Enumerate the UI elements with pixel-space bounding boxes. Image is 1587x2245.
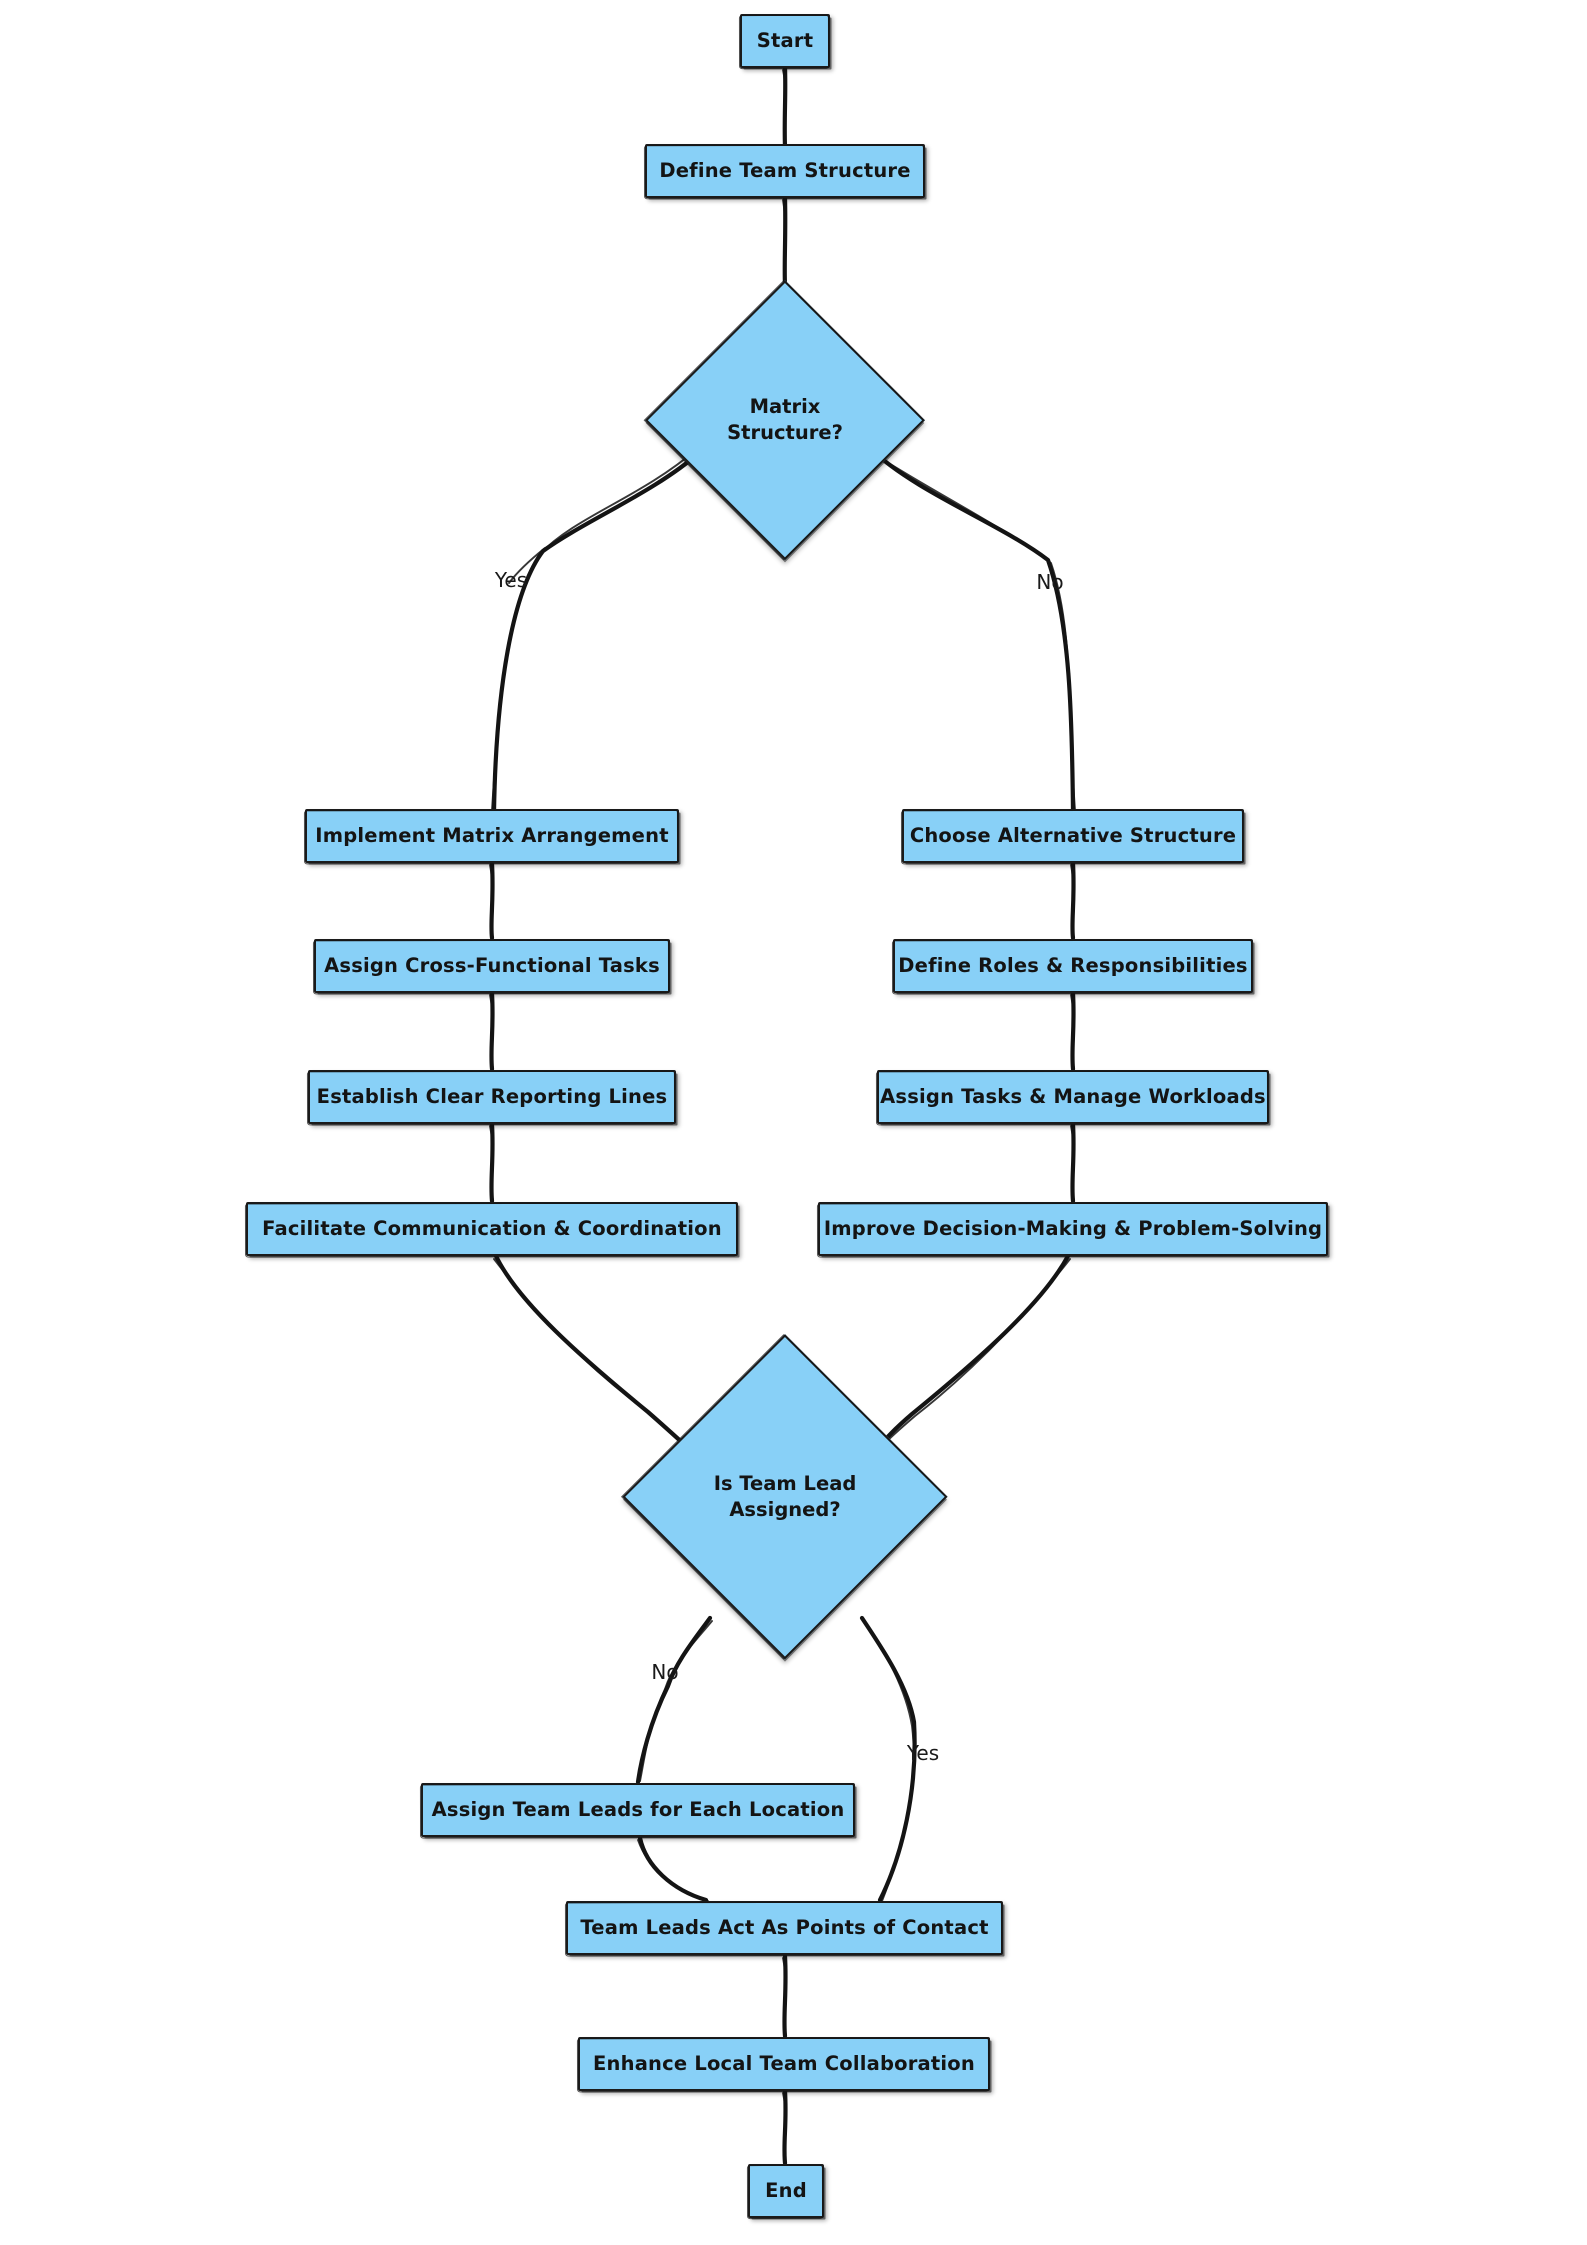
node-define-team-structure-label: Define Team Structure (659, 158, 911, 182)
node-team-leads-points-of-contact-label: Team Leads Act As Points of Contact (580, 1915, 989, 1939)
node-assign-tasks-manage-workloads[interactable]: Assign Tasks & Manage Workloads (877, 1070, 1269, 1124)
edge-label-matrix-yes: Yes (494, 568, 528, 592)
node-is-team-lead-assigned-decision[interactable]: Is Team Lead Assigned? (622, 1334, 948, 1660)
node-end[interactable]: End (748, 2164, 824, 2218)
edge-label-lead-yes: Yes (906, 1741, 940, 1765)
node-facilitate-communication-coordination[interactable]: Facilitate Communication & Coordination (246, 1202, 738, 1256)
node-define-roles-responsibilities[interactable]: Define Roles & Responsibilities (893, 939, 1253, 993)
node-choose-alternative-structure[interactable]: Choose Alternative Structure (902, 809, 1244, 863)
node-matrix-structure-decision[interactable]: Matrix Structure? (645, 280, 925, 560)
node-start-label: Start (756, 28, 814, 52)
node-choose-alternative-structure-label: Choose Alternative Structure (909, 823, 1237, 847)
node-enhance-local-team-collaboration[interactable]: Enhance Local Team Collaboration (578, 2037, 990, 2091)
node-is-team-lead-assigned-decision-label: Is Team Lead Assigned? (713, 1471, 857, 1521)
node-assign-team-leads-each-location-label: Assign Team Leads for Each Location (431, 1797, 845, 1821)
node-matrix-structure-decision-label: Matrix Structure? (727, 394, 843, 444)
node-implement-matrix-arrangement-label: Implement Matrix Arrangement (315, 823, 669, 847)
node-start[interactable]: Start (740, 14, 830, 68)
node-facilitate-communication-coordination-label: Facilitate Communication & Coordination (262, 1216, 722, 1240)
node-establish-clear-reporting-lines[interactable]: Establish Clear Reporting Lines (308, 1070, 676, 1124)
node-end-label: End (765, 2178, 807, 2202)
node-assign-cross-functional-tasks-label: Assign Cross-Functional Tasks (324, 953, 660, 977)
node-assign-team-leads-each-location[interactable]: Assign Team Leads for Each Location (421, 1783, 855, 1837)
node-assign-cross-functional-tasks[interactable]: Assign Cross-Functional Tasks (314, 939, 670, 993)
node-define-roles-responsibilities-label: Define Roles & Responsibilities (898, 953, 1248, 977)
edge-label-lead-no: No (651, 1660, 679, 1684)
node-improve-decision-making-problem-solving[interactable]: Improve Decision-Making & Problem-Solvin… (818, 1202, 1328, 1256)
node-team-leads-points-of-contact[interactable]: Team Leads Act As Points of Contact (566, 1901, 1003, 1955)
node-improve-decision-making-problem-solving-label: Improve Decision-Making & Problem-Solvin… (823, 1216, 1323, 1240)
edge-label-matrix-no: No (1036, 570, 1064, 594)
node-implement-matrix-arrangement[interactable]: Implement Matrix Arrangement (305, 809, 679, 863)
node-define-team-structure[interactable]: Define Team Structure (645, 144, 925, 198)
node-establish-clear-reporting-lines-label: Establish Clear Reporting Lines (316, 1084, 668, 1108)
node-enhance-local-team-collaboration-label: Enhance Local Team Collaboration (593, 2051, 975, 2075)
node-assign-tasks-manage-workloads-label: Assign Tasks & Manage Workloads (880, 1084, 1266, 1108)
